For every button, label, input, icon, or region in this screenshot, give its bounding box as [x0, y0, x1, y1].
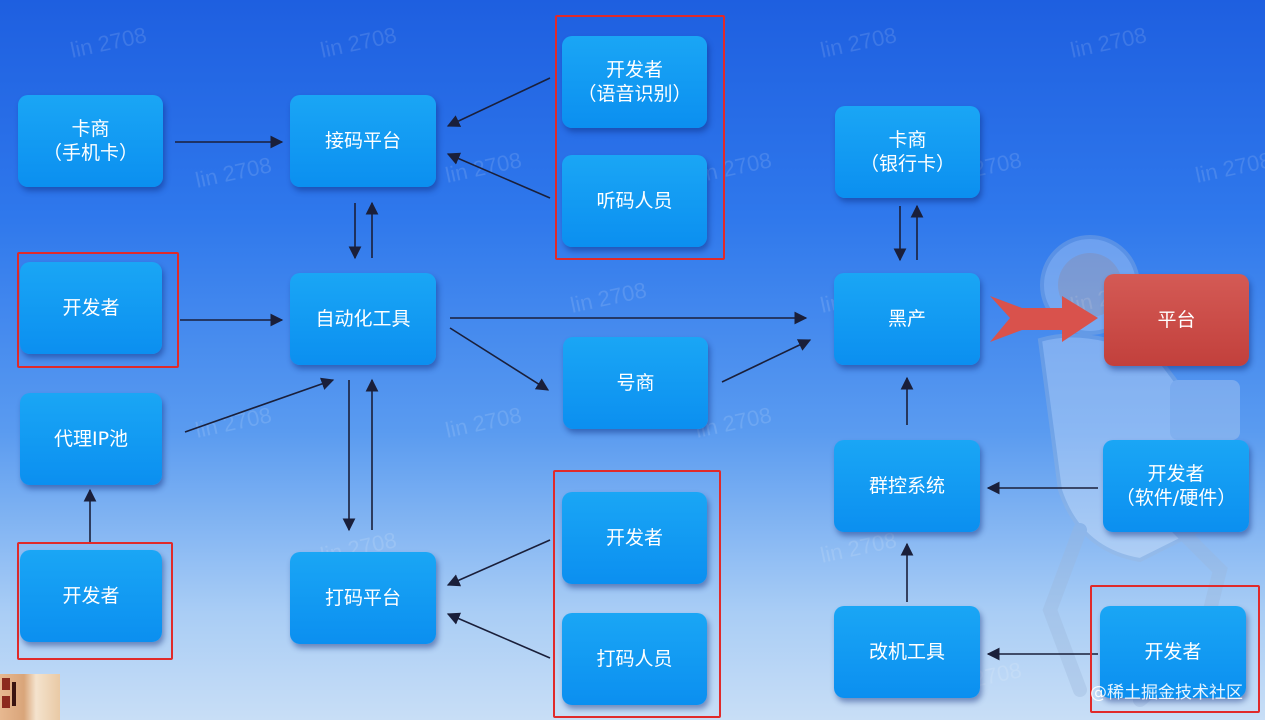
- node-card-phone[interactable]: 卡商 （手机卡）: [18, 95, 163, 187]
- node-account-dealer[interactable]: 号商: [563, 337, 708, 429]
- node-card-bank[interactable]: 卡商 （银行卡）: [835, 106, 980, 198]
- highlight-frame: [555, 15, 725, 260]
- node-captcha-platform[interactable]: 打码平台: [290, 552, 436, 644]
- node-dev-left[interactable]: 开发者: [20, 262, 162, 354]
- node-label: 开发者: [1147, 463, 1205, 485]
- corner-thumbnail: [0, 674, 60, 720]
- node-label: 代理IP池: [53, 428, 129, 450]
- node-label: 卡商: [71, 118, 110, 140]
- node-label: 卡商: [888, 129, 927, 151]
- black-to-platform-arrow: [990, 296, 1098, 342]
- node-label: 打码人员: [596, 648, 673, 670]
- footer-watermark: @稀土掘金技术社区: [1090, 683, 1243, 703]
- arrow-devcap-to-captcha: [446, 539, 551, 587]
- node-label: 开发者: [62, 297, 120, 319]
- node-platform[interactable]: 平台: [1104, 274, 1249, 366]
- node-captcha-worker[interactable]: 打码人员: [562, 613, 707, 705]
- node-dev-captcha[interactable]: 开发者: [562, 492, 707, 584]
- arrow-proxy-to-auto: [184, 377, 335, 433]
- highlight-frame: [1090, 585, 1260, 713]
- node-label: 平台: [1157, 309, 1196, 331]
- node-label: 群控系统: [868, 475, 945, 497]
- arrow-dealer-to-black: [721, 339, 812, 383]
- node-label: 开发者: [605, 59, 663, 81]
- node-proxy-pool[interactable]: 代理IP池: [20, 393, 162, 485]
- highlight-frame: [553, 470, 721, 718]
- node-label: 开发者: [605, 527, 663, 549]
- node-label: 开发者: [1144, 641, 1202, 663]
- node-black[interactable]: 黑产: [834, 273, 980, 365]
- node-group-control[interactable]: 群控系统: [834, 440, 980, 532]
- arrow-listener-to-sms: [446, 152, 551, 199]
- node-sublabel: （手机卡）: [42, 142, 138, 164]
- node-sms-platform[interactable]: 接码平台: [290, 95, 436, 187]
- node-dev-bottom[interactable]: 开发者: [20, 550, 162, 642]
- highlight-frame: [17, 542, 173, 660]
- node-sublabel: （语音识别）: [577, 83, 692, 105]
- node-auto-tool[interactable]: 自动化工具: [290, 273, 436, 365]
- arrow-voice-to-sms: [446, 77, 551, 127]
- node-dev-mod[interactable]: 开发者: [1100, 606, 1246, 698]
- node-label: 接码平台: [324, 130, 401, 152]
- node-label: 改机工具: [868, 641, 945, 663]
- node-dev-hw[interactable]: 开发者 （软件/硬件）: [1103, 440, 1249, 532]
- node-mod-tool[interactable]: 改机工具: [834, 606, 980, 698]
- arrow-worker-to-captcha: [446, 612, 551, 659]
- node-dev-voice[interactable]: 开发者 （语音识别）: [562, 36, 707, 128]
- node-label: 黑产: [887, 308, 926, 330]
- node-sublabel: （软件/硬件）: [1115, 487, 1237, 509]
- node-label: 听码人员: [596, 190, 673, 212]
- node-listener[interactable]: 听码人员: [562, 155, 707, 247]
- node-label: 号商: [616, 372, 655, 394]
- node-label: 开发者: [62, 585, 120, 607]
- node-label: 自动化工具: [315, 308, 411, 330]
- node-label: 打码平台: [324, 587, 401, 609]
- highlight-frame: [17, 252, 179, 368]
- node-sublabel: （银行卡）: [859, 153, 955, 175]
- arrow-auto-to-dealer: [449, 327, 550, 391]
